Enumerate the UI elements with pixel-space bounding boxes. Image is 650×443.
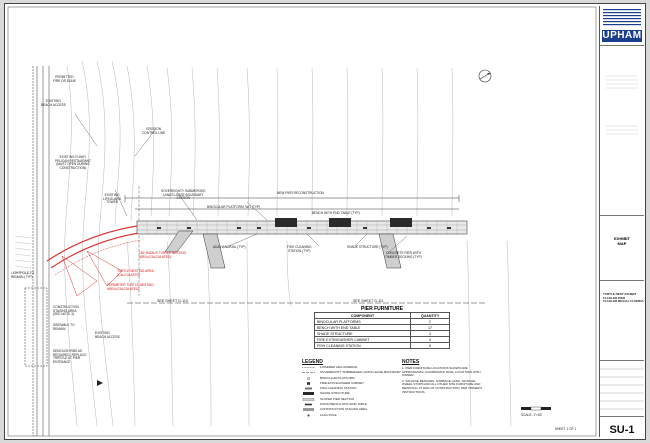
legend-title: LEGEND [302,359,323,365]
site-plan-drawing: PERMITTED FIRE OR DUNE EXISTING BEACH AC… [7,6,597,437]
label-erosion-control-line: EROSION CONTROL LINE [142,127,166,135]
site-plan-linework [7,6,597,437]
title-block: UPHAM EXHIBIT MAP TURTLE NEST EXHIBIT FL… [599,6,644,437]
label-existing-beach-access: EXISTING BEACH ACCESS [41,99,66,107]
legend: LEGEND LOWERED ADA HANDRAIL SOVEREIGNTY … [302,359,401,418]
legend-item: FISH CLEANING STATION [302,386,397,391]
company-logo-icon [603,9,641,26]
note-1: 1. PIER FURNITURE LOCATIONS SHOWN ARE AP… [402,366,481,378]
label-permitted-fire-dune: PERMITTED FIRE OR DUNE [53,75,76,83]
label-ada-handrail: ADA HANDRAIL (TYP) [213,245,246,249]
legend-item: SOVEREIGNTY SUBMERGED LANDS LEASE BOUNDA… [302,370,401,375]
title-block-sheet-title-cell: EXHIBIT MAP [600,216,644,281]
legend-item: LOWERED ADA HANDRAIL [302,365,358,369]
legend-item: BINOCULAR PLATFORM [302,376,397,381]
note-2: 2. SALVAGE BENCHES, GARBAGE CANS, SIGNAG… [402,378,483,394]
notes: NOTES 1. PIER FURNITURE LOCATIONS SHOWN … [402,359,487,394]
legend-item: SLOPED PIER SECTION [302,397,397,402]
legend-item: FLAG POLE [302,413,397,418]
label-lifeguard-tower: EXISTING LIFEGUARD TOWER [103,193,122,205]
drawing-sheet: PERMITTED FIRE OR DUNE EXISTING BEACH AC… [4,3,646,440]
label-bench-end-table: BENCH WITH END TABLE (TYP) [312,211,360,215]
label-existing-restaurant: EXISTING FUNKY PELICAN RESTAURANT (MUST … [55,155,91,170]
label-see-sheet-2: SEE SHEET G-111 [353,299,384,303]
label-demolish-rbs: DEMOLISH RBS AS REQUIRED. REPLACE TRESTL… [53,349,87,364]
legend-item: CONSTRUCTION STAGING AREA [302,407,397,412]
title-block-info [600,46,644,216]
label-sovereignty-boundary: SOVEREIGNTY SUBMERGED LANDS LEASE BOUNDA… [161,189,206,201]
label-radius-turtle-1: 150' RADIUS TURTLE NESTING AREA (CALCULA… [139,251,187,259]
label-see-sheet-1: SEE SHEET G-110 [157,299,188,303]
title-block-project-cell: TURTLE NEST EXHIBIT FLAGLER PIER FLAGLER… [600,281,644,361]
sheet-number: SU-1 [609,424,635,436]
pier-furniture-title: PIER FURNITURE [361,306,403,312]
scale-label: SCALE: 1"=60' [521,413,543,417]
label-concrete-pier: CONCRETE PIER WITH TIMBER DECKING (TYP) [385,251,422,259]
legend-item: SHADE STRUCTURE [302,391,397,396]
sheet-title: EXHIBIT MAP [614,236,630,246]
label-sidewalk-remain: SIDEWALK TO REMAIN [53,323,75,331]
legend-item: FIRE EXTINGUISHER CABINET [302,381,397,386]
label-radius-turtle-2: TURTLE NESTING AREA (CALCULATED) [117,269,154,277]
project-title: TURTLE NEST EXHIBIT FLAGLER PIER FLAGLER… [603,292,644,304]
sheet-count: SHEET 1 OF 1 [555,427,577,431]
label-shade-structure: SHADE STRUCTURE (TYP) [347,245,388,249]
label-perimeter-turtle: PERIMETER TURTLE NESTING AREA (CALCULATE… [107,283,154,291]
title-block-logo-cell: UPHAM [600,6,644,46]
label-new-pier: NEW PIER RECONSTRUCTION [277,191,324,195]
label-staging-area: CONSTRUCTION STAGING AREA (SEE NOTE 3) [53,305,79,317]
label-binocular-platform: BINOCULAR PLATFORM, W/1 (TYP) [207,205,261,209]
label-existing-beach-access-2: EXISTING BEACH ACCESS [95,331,120,339]
label-lightpole: LIGHTPOLE TO REMAIN (TYP) [11,271,35,279]
company-logo: UPHAM [602,30,642,42]
title-block-fields [600,361,644,417]
notes-title: NOTES [402,359,420,365]
legend-item: WOOD BENCH WITH END TABLE [302,402,397,407]
label-fish-cleaning: FISH CLEANING STATION (TYP) [287,245,312,253]
